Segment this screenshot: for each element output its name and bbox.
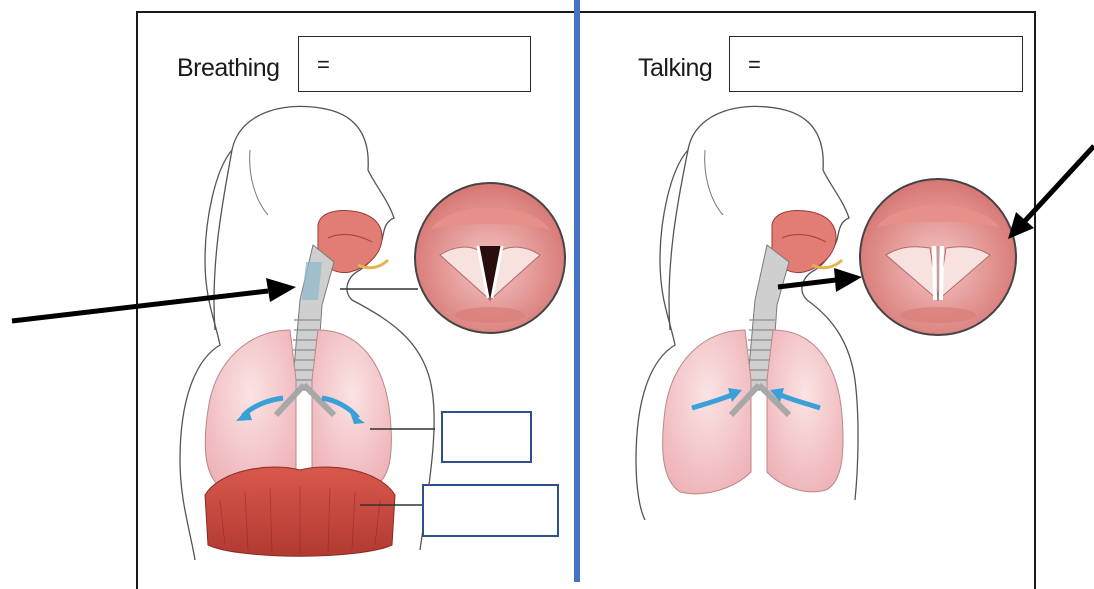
lungs-label-box[interactable] [441,411,532,463]
talking-figure [636,106,1094,573]
diaphragm-label-box[interactable] [422,484,559,537]
right-lung [767,330,843,492]
